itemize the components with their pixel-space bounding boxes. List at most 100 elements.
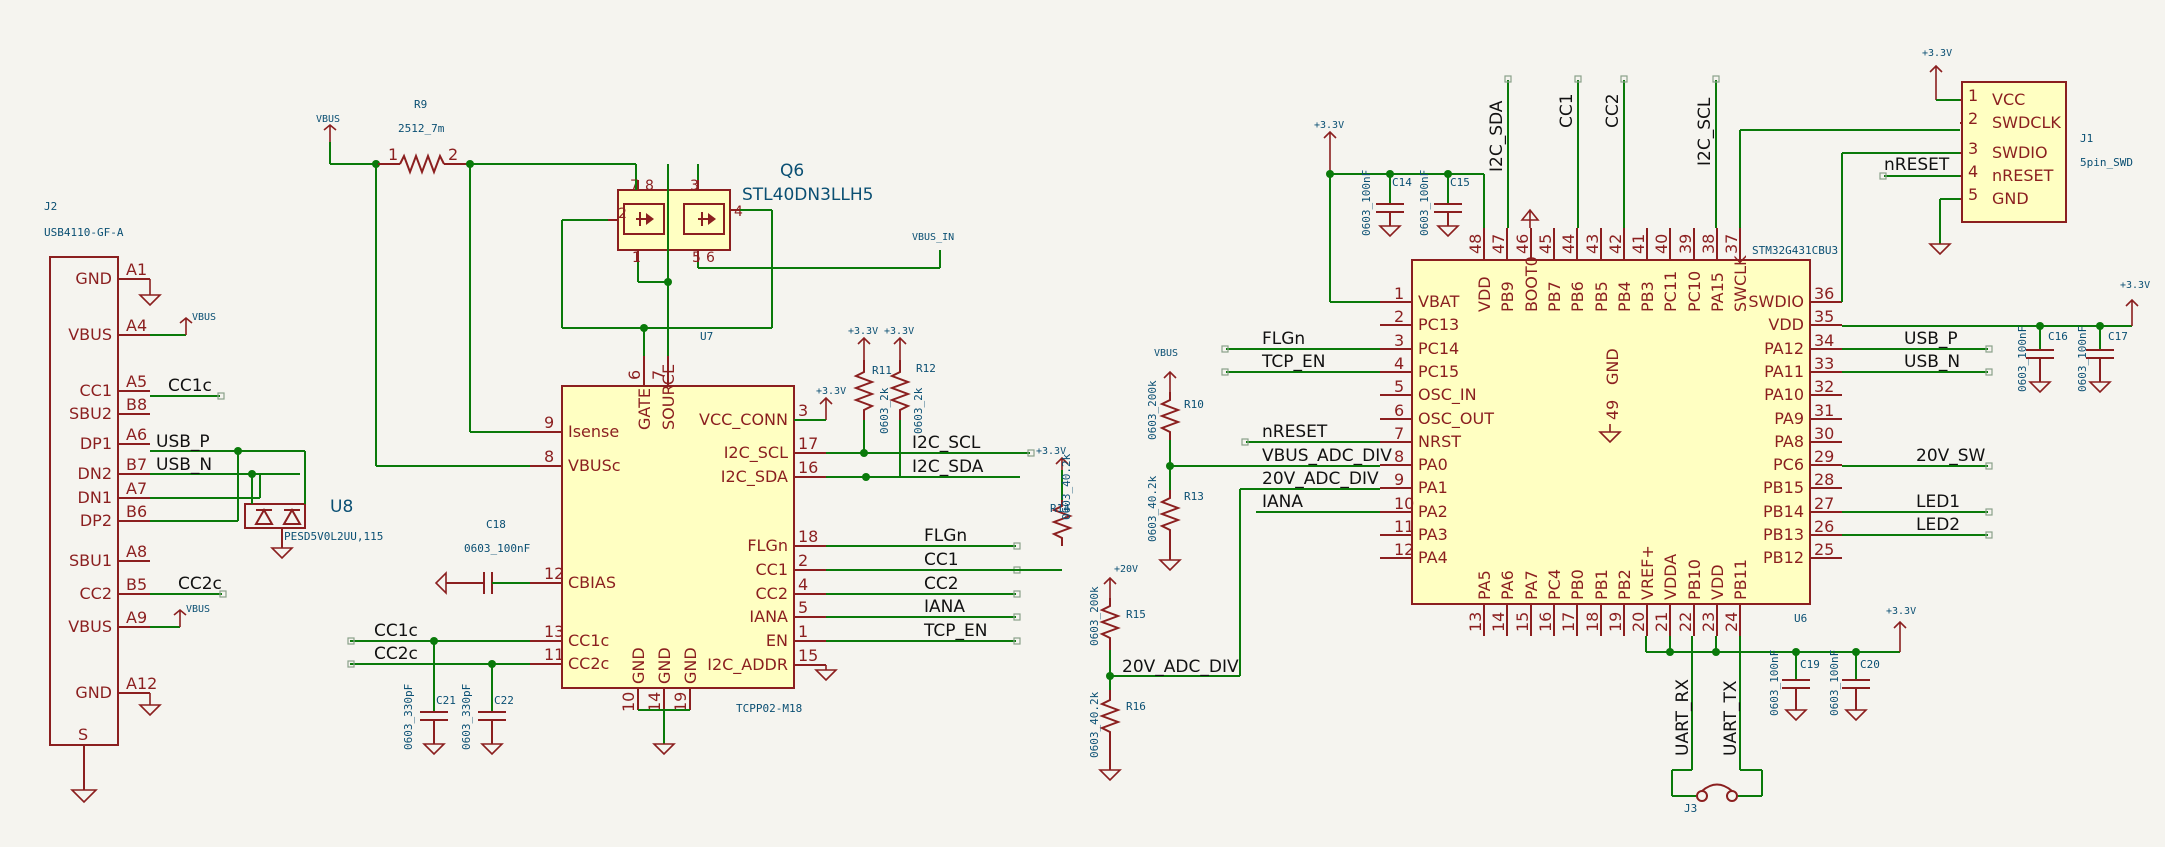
u6-ref: U6 — [1794, 612, 1807, 625]
connector-j3[interactable]: J3 — [1672, 783, 1762, 816]
u6-pin-name-44: PB6 — [1568, 281, 1587, 312]
q6-pin4: 4 — [734, 204, 743, 220]
u6-sda-net: I2C_SDA — [1487, 100, 1507, 172]
j2-pin-name-A8: SBU1 — [69, 551, 112, 570]
u6-value: STM32G431CBU3 — [1752, 244, 1838, 257]
u6-pin-name-15: PA7 — [1522, 570, 1541, 600]
r15-power: +20V — [1114, 564, 1138, 575]
j2-pin-name-A1: GND — [75, 269, 112, 288]
q6-pin6: 6 — [706, 250, 715, 266]
c22-ref: C22 — [494, 694, 514, 707]
u6-pin-num-19: 19 — [1606, 612, 1625, 632]
u7-pin-name-9: Isense — [568, 422, 619, 441]
c14-ref: C14 — [1392, 176, 1412, 189]
j2-pin-name-A7: DN1 — [78, 488, 112, 507]
u7-pin-num-1: 1 — [798, 622, 808, 641]
j2-pin-name-B5: CC2 — [79, 584, 112, 603]
q6-pin7: 7 — [630, 178, 639, 194]
u6-pin-name-18: PB1 — [1592, 569, 1611, 600]
u6-pin-name-2: PC13 — [1418, 315, 1459, 334]
u6-pin-num-29: 29 — [1814, 447, 1834, 466]
u6-pin-num-15: 15 — [1513, 612, 1532, 632]
u6-pin-num-17: 17 — [1559, 612, 1578, 632]
r10-ref: R10 — [1184, 398, 1204, 411]
j1-power: +3.3V — [1922, 48, 1952, 59]
u6-top-nets: I2C_SDA CC1 CC2 I2C_SCL — [1483, 75, 1960, 228]
u6-left-nets: FLGn TCP_EN nRESET VBUS_ADC_DIV 20V_ADC_… — [1088, 120, 1484, 782]
c14-power: +3.3V — [1314, 120, 1344, 131]
u6-led1-net: LED1 — [1916, 492, 1960, 512]
u7-pin-num-14: 14 — [645, 692, 664, 712]
q6-pin8: 8 — [645, 178, 654, 194]
u6-pin-num-44: 44 — [1559, 234, 1578, 254]
u6-uarttx-net: UART_TX — [1721, 680, 1741, 756]
u7-pin-name-12: CBIAS — [568, 573, 616, 592]
u6-gnd-name: GND — [1603, 348, 1622, 385]
u6-pin-name-20: VREF+ — [1638, 545, 1657, 600]
u7-cc1-net: CC1 — [924, 550, 959, 570]
u6-pin-name-45: PB7 — [1545, 281, 1564, 312]
tvs-u8[interactable]: U8 PESD5V0L2UU,115 — [244, 451, 383, 560]
j2-pin-num-B6: B6 — [126, 502, 147, 521]
u6-pin-num-3: 3 — [1394, 331, 1404, 350]
u6-pin-name-24: PB11 — [1731, 559, 1750, 600]
j1-ref: J1 — [2080, 132, 2093, 145]
u6-adc20v-net: 20V_ADC_DIV — [1262, 469, 1379, 489]
r9-pin1: 1 — [388, 145, 398, 164]
resistor-r9[interactable]: VBUS 1 2 R9 2512_7m — [316, 98, 474, 175]
r11-ref: R11 — [872, 364, 892, 377]
r9-vbus: VBUS — [316, 114, 340, 125]
u6-pin-name-40: PC11 — [1661, 271, 1680, 312]
ic-u7[interactable]: U7 TCPP02-M18 Isense9VBUSc8CBIAS12CC1c13… — [530, 330, 826, 715]
u6-led2-net: LED2 — [1916, 515, 1960, 535]
u6-pin-name-14: PA6 — [1498, 570, 1517, 600]
u6-pin-num-1: 1 — [1394, 284, 1404, 303]
u6-pin-name-8: PA0 — [1418, 455, 1448, 474]
u7-pin-num-8: 8 — [544, 447, 554, 466]
u6-pin-name-41: PB3 — [1638, 281, 1657, 312]
u7-pin-name-7: SOURCE — [659, 364, 678, 430]
u6-pin-num-31: 31 — [1814, 401, 1834, 420]
u7-cc1c-net: CC1c — [374, 621, 418, 641]
u6-cc1-net: CC1 — [1557, 93, 1577, 128]
c20-value: 0603_100nF — [1828, 650, 1841, 716]
j2-cc2c-net: CC2c — [178, 574, 222, 594]
c19-ref: C19 — [1800, 658, 1820, 671]
u7-flgn-net: FLGn — [924, 526, 967, 546]
r16-value: 0603_40.2k — [1088, 691, 1101, 758]
u6-pin-name-37: SWCLK — [1731, 255, 1750, 312]
u6-pin-name-1: VBAT — [1418, 292, 1460, 311]
j2-pin-num-A4: A4 — [126, 316, 147, 335]
u7-cc2c-net: CC2c — [374, 644, 418, 664]
r12-power: +3.3V — [884, 326, 914, 337]
j2-cc1c-net: CC1c — [168, 376, 212, 396]
u7-pin-num-18: 18 — [798, 527, 818, 546]
j2-pin-name-B6: DP2 — [80, 511, 112, 530]
u6-pin-name-34: PA12 — [1764, 339, 1804, 358]
u6-pin-num-14: 14 — [1489, 612, 1508, 632]
u7-pin-num-4: 4 — [798, 575, 808, 594]
u7-pin-num-12: 12 — [544, 564, 564, 583]
j1-pin-num-3: 3 — [1968, 139, 1978, 158]
j1-pin-num-4: 4 — [1968, 162, 1978, 181]
mosfet-q6[interactable]: Q6 STL40DN3LLH5 7 8 1 2 3 4 5 6 — [608, 161, 873, 266]
u6-pin-num-36: 36 — [1814, 284, 1834, 303]
u6-pin-name-7: NRST — [1418, 432, 1461, 451]
u6-usbp-net: USB_P — [1904, 329, 1958, 349]
u6-pin-name-3: PC14 — [1418, 339, 1459, 358]
u7-ref: U7 — [700, 330, 713, 343]
u6-pin-name-6: OSC_OUT — [1418, 409, 1494, 429]
u6-pin-name-5: OSC_IN — [1418, 385, 1477, 405]
ic-u6[interactable]: STM32G431CBU3 U6 VBAT1PC132PC143PC154OSC… — [1380, 228, 1842, 636]
u6-pin-name-27: PB14 — [1763, 502, 1804, 521]
u7-pin-num-7: 7 — [649, 370, 668, 380]
u6-uartrx-net: UART_RX — [1673, 679, 1693, 756]
u7-pin-name-17: I2C_SCL — [724, 443, 788, 463]
u7-pin-name-19-2: GND — [681, 647, 700, 684]
u7-pin-name-2: CC1 — [755, 560, 788, 579]
j2-pin-name-A9: VBUS — [68, 617, 112, 636]
q6-pin1: 1 — [632, 250, 641, 266]
